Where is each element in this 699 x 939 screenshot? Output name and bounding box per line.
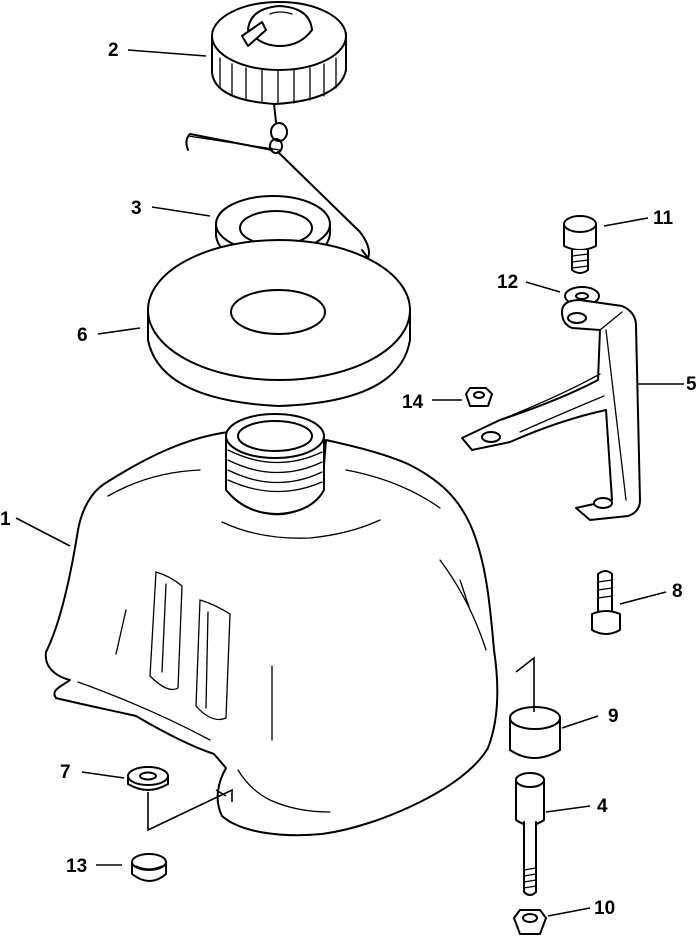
- callout-13: 13: [66, 856, 87, 877]
- callout-1: 1: [0, 509, 11, 530]
- fuel-cap-icon[interactable]: [211, 1, 347, 105]
- rubber-mount-icon[interactable]: [509, 706, 561, 759]
- fuel-tank-icon[interactable]: [44, 413, 499, 837]
- nut-icon[interactable]: [513, 909, 547, 935]
- callout-3: 3: [131, 198, 142, 219]
- callout-14: 14: [402, 392, 424, 413]
- callout-10: 10: [594, 898, 615, 919]
- assembly-lines: [147, 656, 535, 832]
- nut-icon[interactable]: [465, 387, 493, 407]
- bolt-icon[interactable]: [563, 215, 597, 274]
- callout-6: 6: [77, 325, 88, 346]
- callout-11: 11: [653, 208, 674, 229]
- callout-leaders: [15, 49, 684, 917]
- callout-9: 9: [608, 706, 619, 727]
- callout-12: 12: [497, 272, 518, 293]
- callout-5: 5: [686, 374, 697, 395]
- callout-7: 7: [60, 762, 71, 783]
- bracket-icon[interactable]: [461, 299, 641, 521]
- washer-icon[interactable]: [127, 766, 169, 791]
- stud-icon[interactable]: [515, 772, 545, 896]
- callout-2: 2: [108, 40, 119, 61]
- callout-4: 4: [597, 796, 608, 817]
- seal-disc-icon[interactable]: [147, 239, 411, 407]
- bolt-icon[interactable]: [591, 570, 621, 635]
- callout-labels: 2 3 6 1 11 12 5 14 8 9 7 4 13 10: [0, 40, 697, 919]
- grommet-icon[interactable]: [131, 853, 167, 882]
- callout-8: 8: [672, 581, 683, 602]
